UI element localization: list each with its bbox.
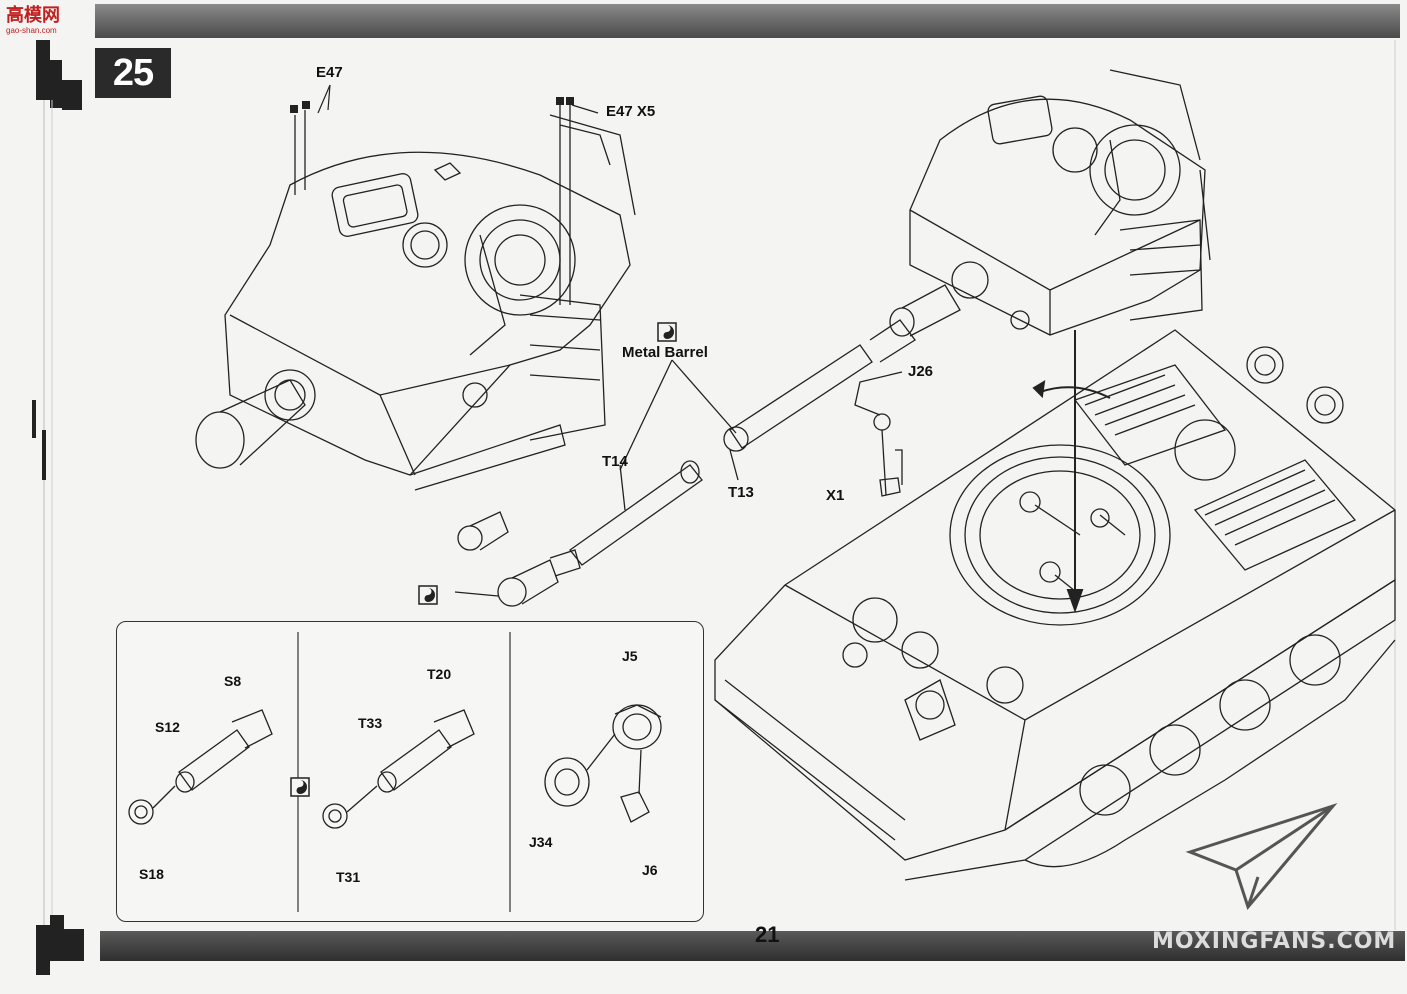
callout-j26: J26 [908, 363, 934, 380]
metal-part-icon [657, 322, 677, 342]
e47-leader-lines [317, 84, 599, 114]
label-s18: S18 [139, 866, 164, 882]
top-header-bar [0, 0, 1407, 42]
label-s8: S8 [224, 673, 242, 689]
panel-1-parts [128, 709, 273, 825]
metal-part-icon [290, 777, 310, 797]
page-number: 21 [755, 922, 780, 947]
footer-bar [30, 915, 1405, 975]
barrel-assembly [454, 319, 916, 607]
label-t20: T20 [427, 666, 452, 682]
label-t31: T31 [336, 869, 361, 885]
metal-part-icon [418, 585, 438, 605]
panel-3-parts [544, 704, 662, 823]
panel-2-parts [322, 709, 475, 829]
footer-spine [30, 915, 100, 975]
rotate-arrow-icon [1032, 330, 1111, 614]
header-strip [95, 4, 1400, 38]
inset-dividers [297, 632, 511, 912]
site-watermark: MOXINGFANS.COM [1152, 929, 1397, 954]
callout-e47: E47 [316, 64, 343, 81]
site-logo-url: gao-shan.com [6, 26, 57, 35]
book-spine-decoration [28, 40, 98, 110]
label-t33: T33 [358, 715, 383, 731]
callout-t13: T13 [728, 484, 754, 501]
hull-drawing [714, 329, 1396, 881]
label-j6: J6 [642, 862, 658, 878]
site-logo: 高模网 gao-shan.com [6, 6, 66, 40]
label-j34: J34 [529, 834, 553, 850]
step-number: 25 [95, 48, 171, 98]
label-s12: S12 [155, 719, 180, 735]
j26-x1-parts [854, 371, 903, 497]
callout-x1: X1 [826, 487, 845, 504]
inset-detail-panel: S8 S12 S18 T20 T33 T31 J5 J34 [116, 621, 704, 922]
turret-right-drawing [889, 69, 1211, 337]
site-logo-text: 高模网 [6, 5, 60, 26]
callout-e47-x5: E47 X5 [606, 103, 656, 120]
turret-left-drawing [195, 97, 636, 491]
label-j5: J5 [622, 648, 638, 664]
callout-metal-barrel: Metal Barrel [622, 344, 708, 361]
footer-strip [100, 931, 1405, 961]
callout-t14: T14 [602, 453, 628, 470]
paper-plane-logo-icon [1185, 802, 1338, 911]
